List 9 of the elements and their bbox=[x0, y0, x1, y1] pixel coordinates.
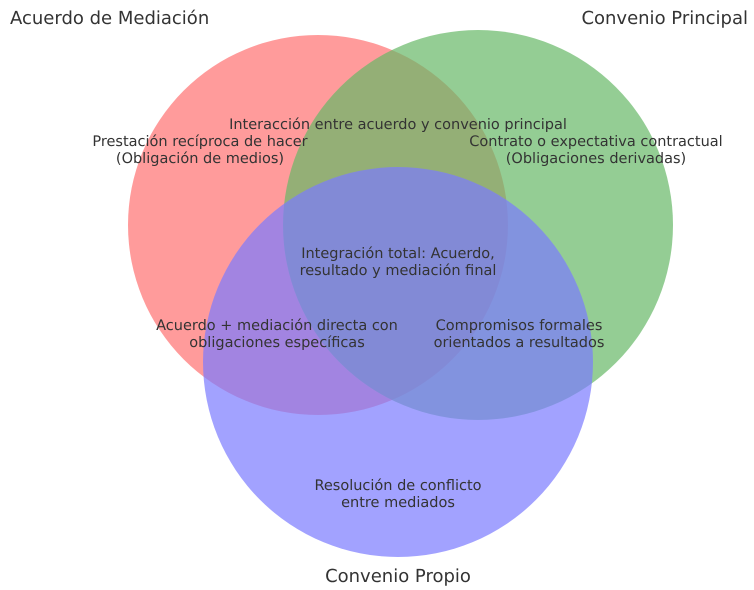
set-title: Convenio Principal bbox=[581, 8, 748, 30]
region-label: Compromisos formales orientados a resultados bbox=[432, 318, 606, 353]
region-label: Interacción entre acuerdo y convenio principal bbox=[228, 117, 568, 134]
set-title: Convenio Propio bbox=[325, 566, 471, 588]
region-label: Acuerdo + mediación directa con obligaciones específicas bbox=[155, 318, 399, 353]
set-title: Acuerdo de Mediación bbox=[10, 8, 210, 30]
region-label: Integración total: Acuerdo, resultado y mediación final bbox=[298, 246, 498, 281]
region-label: Prestación recíproca de hacer (Obligación de medios) bbox=[91, 134, 309, 169]
region-label: Resolución de conflicto entre mediados bbox=[313, 478, 483, 513]
